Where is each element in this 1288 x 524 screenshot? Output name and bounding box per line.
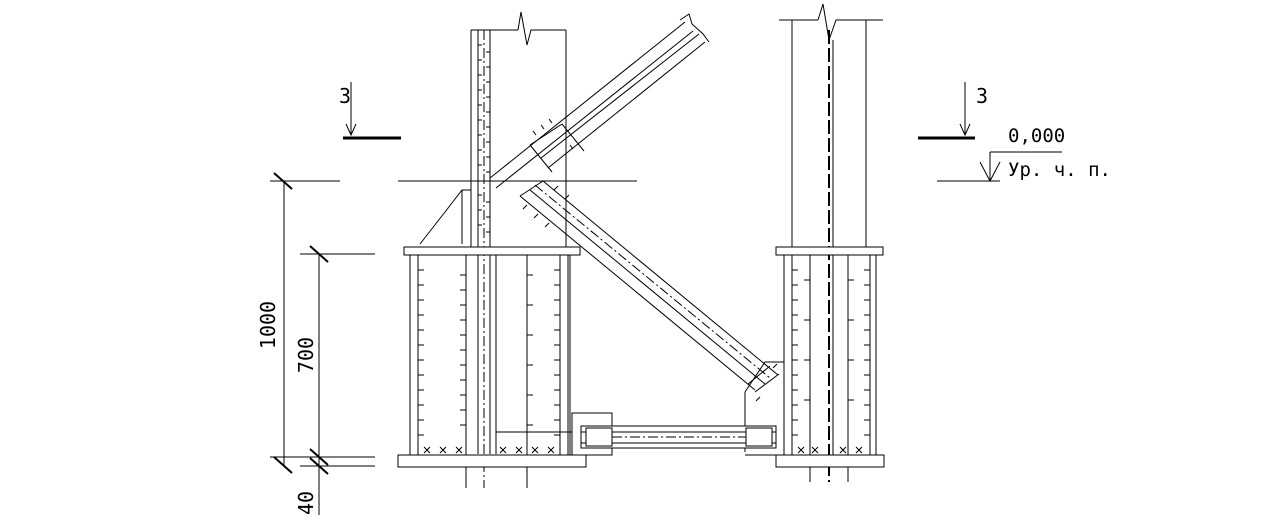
dimension-chain: 1000 700 40	[256, 172, 329, 515]
reference-lines	[270, 180, 637, 467]
break-line-right	[817, 3, 883, 41]
weld-crosses-right	[797, 446, 863, 454]
dim-total: 1000	[256, 301, 280, 349]
level-marker: 0,000 Ур. ч. п.	[937, 125, 1111, 183]
left-casing	[397, 246, 587, 488]
section-mark-right: 3	[918, 82, 988, 140]
right-column	[779, 3, 883, 482]
dim-base: 40	[294, 491, 318, 515]
column-ticks-left	[478, 44, 490, 233]
base-plate-right	[775, 454, 885, 468]
break-line-left	[517, 11, 566, 46]
weld-crosses-left	[423, 446, 555, 454]
casing-ticks-left	[418, 269, 560, 436]
lower-brace	[519, 180, 785, 452]
right-casing	[775, 246, 885, 482]
horizontal-strut	[571, 412, 777, 456]
casing-ticks-right	[792, 269, 870, 436]
dim-inner: 700	[294, 337, 318, 373]
gusset-left	[419, 189, 471, 245]
level-value: 0,000	[1008, 125, 1065, 147]
top-plate-right	[775, 246, 884, 256]
level-label: Ур. ч. п.	[1008, 159, 1111, 181]
base-plate-left	[397, 454, 587, 468]
break-line-brace	[679, 13, 710, 43]
upper-brace	[489, 13, 710, 189]
left-column	[419, 11, 567, 488]
section-label-left: 3	[339, 84, 351, 108]
top-plate-left	[403, 246, 581, 256]
section-mark-left: 3	[339, 82, 401, 140]
section-label-right: 3	[976, 84, 988, 108]
